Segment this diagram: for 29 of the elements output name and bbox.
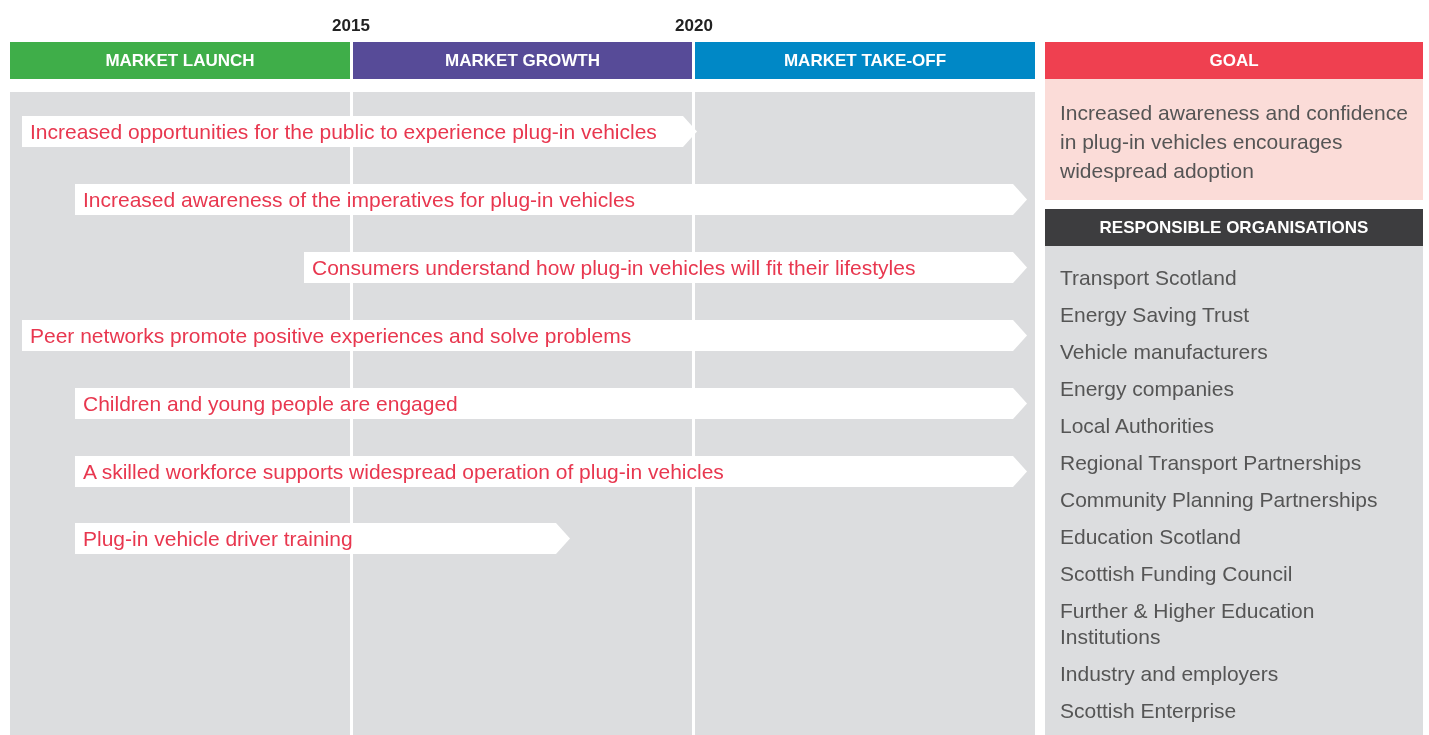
arrow-banner: Increased opportunities for the public to experience plug-in vehicles (22, 116, 697, 147)
organisation-name: Vehicle manufacturers (1060, 339, 1269, 365)
organisation-name: Energy Saving Trust (1060, 302, 1251, 328)
phase-header: MARKET LAUNCH (10, 42, 350, 79)
organisations-panel (1045, 209, 1423, 735)
arrow-banner: Plug-in vehicle driver training (75, 523, 570, 554)
arrow-banner: Children and young people are engaged (75, 388, 1027, 419)
arrow-banner: A skilled workforce supports widespread operation of plug-in vehicles (75, 456, 1027, 487)
year-label: 2015 (332, 16, 370, 36)
goal-text: Increased awareness and confidence in plug-in vehicles encourages widespread adoption (1060, 100, 1409, 184)
organisation-name: Transport Scotland (1060, 265, 1238, 291)
organisation-name: Scottish Funding Council (1060, 561, 1294, 587)
organisations-header: RESPONSIBLE ORGANISATIONS (1045, 209, 1423, 246)
organisation-name: Energy companies (1060, 376, 1235, 402)
year-label: 2020 (675, 16, 713, 36)
organisation-name: Scottish Enterprise (1060, 698, 1238, 724)
goal-panel (1045, 42, 1423, 200)
arrow-banner: Consumers understand how plug-in vehicles will fit their lifestyles (304, 252, 1027, 283)
organisation-name: Community Planning Partnerships (1060, 487, 1379, 513)
arrow-banner: Peer networks promote positive experiences and solve problems (22, 320, 1027, 351)
phase-header: MARKET TAKE-OFF (695, 42, 1035, 79)
organisation-name: Local Authorities (1060, 413, 1216, 439)
goal-header: GOAL (1045, 42, 1423, 79)
phase-header: MARKET GROWTH (353, 42, 692, 79)
arrow-banner: Increased awareness of the imperatives for plug-in vehicles (75, 184, 1027, 215)
organisation-name: Industry and employers (1060, 661, 1280, 687)
organisation-name: Education Scotland (1060, 524, 1242, 550)
organisation-name: Regional Transport Partnerships (1060, 450, 1363, 476)
organisation-name: Further & Higher Education Institutions (1060, 598, 1316, 650)
